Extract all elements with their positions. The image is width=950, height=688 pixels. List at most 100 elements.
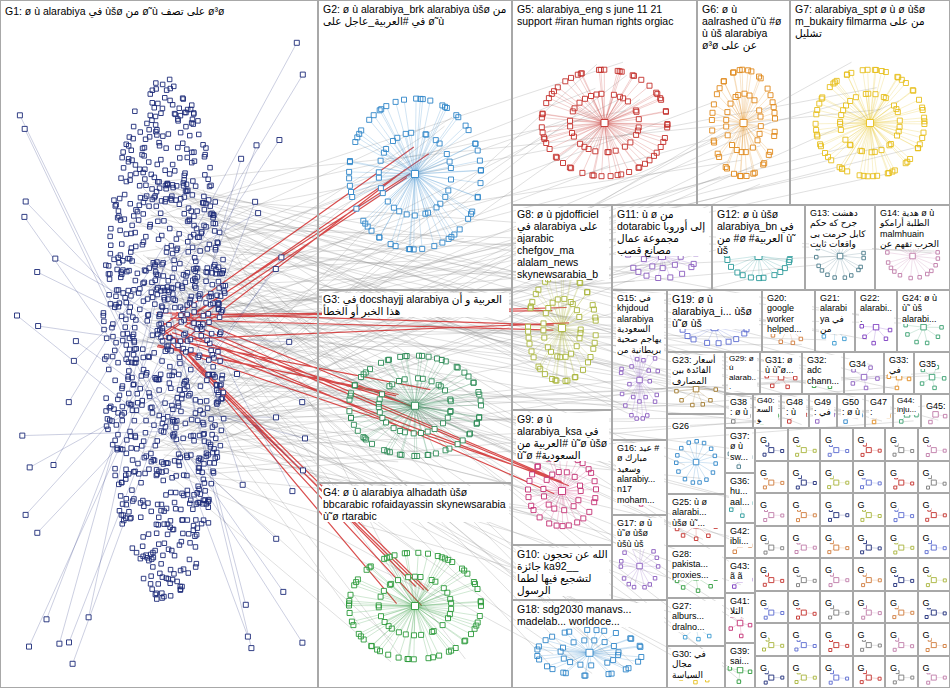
group-panel: G1: ø ù alarabiya في ùšø من ø˜ù على تصف … (0, 0, 318, 688)
group-panel: G16: عيد # ø مبارك وسعيد alarabiy... n17… (612, 440, 667, 515)
group-label: G (792, 468, 801, 478)
group-panel: G8: ø ù pjdofficiel في alarabiya على aja… (512, 205, 612, 410)
group-panel: G (885, 461, 918, 494)
group-panel: G (885, 428, 918, 461)
group-panel: G (918, 623, 950, 656)
group-label: G6: ø ù aalrashed ù˜ù #ø ù ùš alarabiya … (701, 3, 787, 51)
group-label: G34 (848, 359, 867, 369)
group-label: G (922, 663, 931, 673)
group-panel: G48: ù (781, 394, 809, 428)
group-panel: G44: inju... (893, 394, 921, 428)
vertex-squares (539, 67, 670, 179)
group-label: G (792, 598, 801, 608)
vertex-squares (796, 444, 817, 457)
group-panel: G (820, 558, 853, 591)
group-label: G26 (671, 421, 690, 431)
group-panel: G36: hu... aal... (725, 473, 755, 523)
vertex-squares (347, 550, 484, 662)
group-label: G10: الله عن تحجون جائزة ka92__ لتشجيع ف… (516, 548, 609, 596)
group-label: G40: السعو (756, 396, 778, 424)
vertex-squares (764, 606, 784, 619)
group-label: G (824, 533, 833, 543)
group-panel: G (885, 591, 918, 624)
group-label: G (889, 663, 898, 673)
group-panel: G47: (865, 394, 893, 428)
group-panel: G (755, 526, 788, 559)
group-panel: G (918, 656, 950, 688)
group-panel: G (885, 526, 918, 559)
group-label: G (922, 630, 931, 640)
group-panel: G42: ibli... (725, 523, 755, 558)
group-label: G (889, 565, 898, 575)
group-label: G25: ù ø alarabi... ùšø ù˜... (671, 497, 722, 528)
vertex-squares (535, 627, 644, 678)
group-label: G47: (869, 397, 890, 418)
group-label: G36: hu... aal... (729, 476, 752, 507)
group-label: G8: ø ù pjdofficiel في alarabiya على aja… (516, 208, 609, 280)
group-panel: G (788, 558, 821, 591)
group-label: G (792, 533, 801, 543)
group-panel: G (853, 623, 886, 656)
group-label: G (824, 435, 833, 445)
vertex-squares (813, 67, 927, 179)
group-label: G3: في docshayjj alarabiya العربية و أن … (322, 293, 509, 317)
group-panel: G49: في (809, 394, 837, 428)
group-label: G (824, 468, 833, 478)
group-label: G38: ø ù (729, 397, 750, 418)
vertex-squares (894, 573, 914, 586)
group-panel: G38: ø ù (725, 394, 753, 428)
strong-edges (156, 147, 569, 606)
group-panel: G43: ã ã (725, 558, 755, 593)
group-label: G (857, 435, 866, 445)
group-panel: G (918, 526, 950, 559)
group-label: G (922, 500, 931, 510)
group-panel: G (885, 558, 918, 591)
group-label: G9: ø ù alarabiya_ksa في العربية من# ù˜ø… (516, 413, 609, 461)
group-panel: G13: دهشت جرح كه حكم كابل حرمت بى واقعات… (805, 205, 875, 290)
group-label: G42: ibli... (729, 526, 752, 547)
group-panel: G (820, 461, 853, 494)
group-label: G48: ù (785, 397, 806, 418)
group-panel: G (853, 461, 886, 494)
group-label: G16: عيد # ø مبارك وسعيد alarabiy... n17… (616, 443, 664, 505)
group-panel: G5: alarabiya_eng s june 11 21 support #… (512, 0, 697, 205)
group-panel: G (820, 656, 853, 688)
vertex-squares (619, 542, 660, 589)
group-panel: G27: alburs... dralno... (667, 598, 725, 646)
vertex-squares (927, 671, 947, 684)
vertex-squares (675, 440, 718, 485)
group-panel: G (788, 623, 821, 656)
vertex-squares (763, 476, 783, 489)
group-panel: G (820, 428, 853, 461)
group-panel: G (885, 623, 918, 656)
vertex-squares (829, 509, 849, 522)
group-label: G41: الثلا (729, 596, 752, 617)
group-label: G18: sdg2030 manavs... madelab... worldo… (516, 603, 664, 627)
group-panel: G28: pakista... proxies... (667, 546, 725, 598)
vertex-squares (15, 40, 308, 666)
group-panel: G (755, 558, 788, 591)
group-label: G11: ù ø من dotarabic إلى أوروبا مجموعة … (616, 208, 709, 256)
group-panel: G (755, 461, 788, 494)
group-panel: G (820, 526, 853, 559)
group-label: G5: alarabiya_eng s june 11 21 support #… (516, 3, 694, 27)
group-label: G1: ø ù alarabiya في ùšø من ø˜ù على تصف … (4, 5, 225, 17)
group-label: G (857, 663, 866, 673)
group-panel: G (820, 623, 853, 656)
group-label: G30: في مجال السياسة (671, 649, 722, 680)
group-panel: G2: ø ù alarabiya_brk alarabiya ùšø من ف… (318, 0, 512, 290)
group-panel: G (755, 591, 788, 624)
group-panel: G (885, 656, 918, 688)
group-label: G (792, 500, 801, 510)
vertex-squares (797, 606, 817, 619)
group-panel: G30: في مجال السياسة (667, 646, 725, 688)
group-panel: G40: السعو (753, 394, 781, 428)
group-label: G37: ø ù sw... (729, 431, 752, 462)
group-label: G (792, 630, 801, 640)
group-label: G (792, 435, 801, 445)
group-panel: G (853, 558, 886, 591)
group-panel: G24: ø ù ù˜ ùš alarabi... (897, 290, 950, 352)
group-panel: G (788, 526, 821, 559)
